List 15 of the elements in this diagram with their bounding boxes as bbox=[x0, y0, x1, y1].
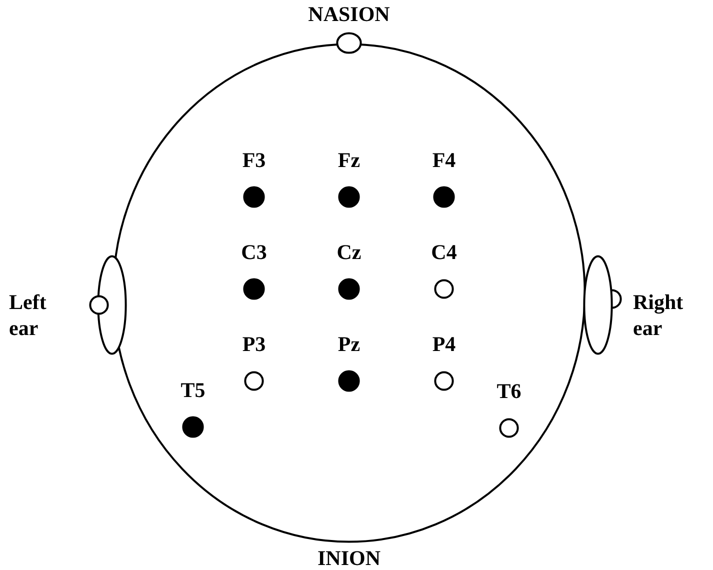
electrode-label: T5 bbox=[180, 380, 206, 401]
ear-label: Right ear bbox=[633, 289, 684, 341]
electrode-label: T6 bbox=[496, 381, 522, 402]
electrode-label: P4 bbox=[432, 334, 456, 355]
landmark-label: INION bbox=[318, 548, 380, 569]
electrode-label: F3 bbox=[242, 150, 266, 171]
electrode-label: Cz bbox=[336, 242, 362, 263]
ear-label: Left ear bbox=[9, 289, 48, 341]
electrode-label: F4 bbox=[432, 150, 456, 171]
electrode-label: P3 bbox=[242, 334, 266, 355]
electrode-label: Fz bbox=[338, 150, 360, 171]
landmark-label: NASION bbox=[308, 4, 390, 25]
electrode-label: C3 bbox=[241, 242, 267, 263]
electrode-label: Pz bbox=[338, 334, 360, 355]
electrode-label: C4 bbox=[431, 242, 457, 263]
